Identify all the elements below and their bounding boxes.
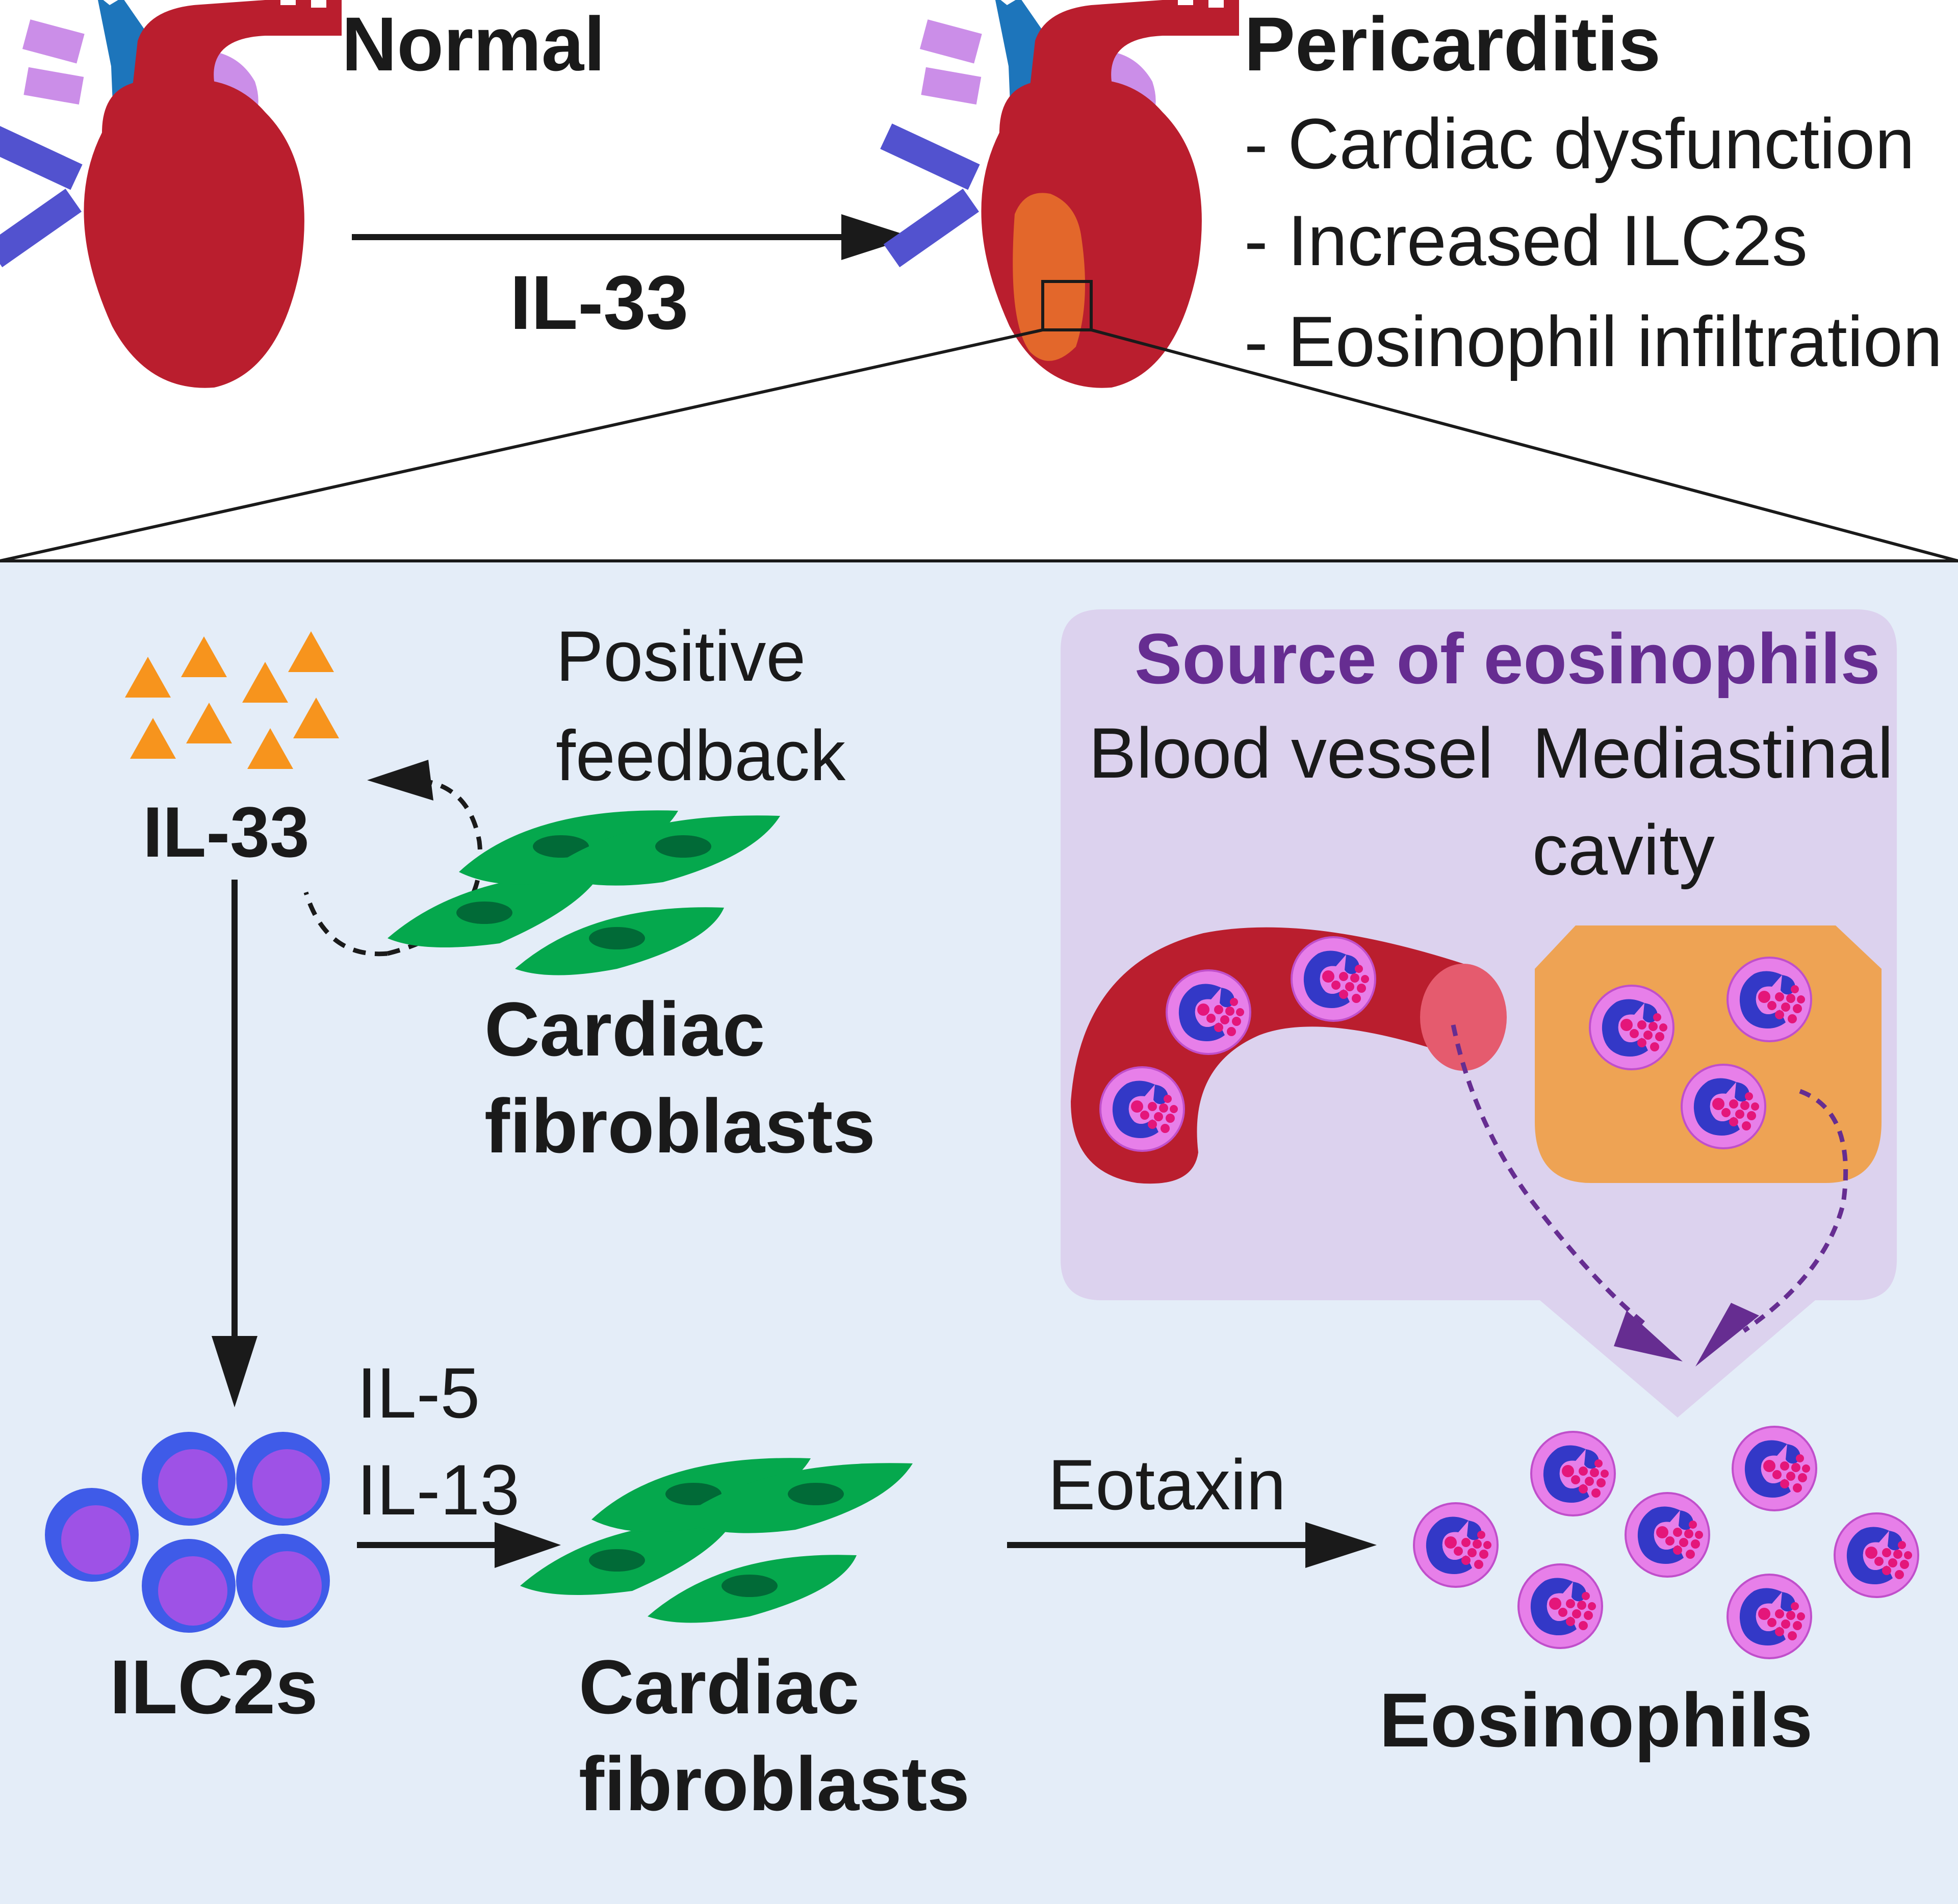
fibroblasts-upper-line1: Cardiac [484, 986, 765, 1072]
fibroblasts-lower-line1: Cardiac [579, 1644, 859, 1730]
zoom-line-right [1091, 328, 1958, 562]
ilc2-to-fibroblast-arrow [357, 1522, 561, 1568]
blood-vessel [1071, 927, 1507, 1184]
mediastinal-cavity [1535, 925, 1882, 1183]
il33-arrow-top [352, 214, 913, 260]
il33-label: IL-33 [143, 792, 310, 872]
ilc2s-label: ILC2s [110, 1644, 318, 1730]
pericarditis-title: Pericarditis [1244, 1, 1661, 87]
fibroblasts-lower-line2: fibroblasts [579, 1741, 970, 1826]
cytokine-il5: IL-5 [357, 1353, 480, 1433]
positive-feedback-line1: Positive [556, 616, 806, 696]
il33-to-ilc2-arrow [212, 880, 257, 1407]
source-to-eosinophil-arrows [1451, 1024, 1848, 1367]
finding-cardiac-dysfunction: - Cardiac dysfunction [1244, 104, 1915, 184]
finding-increased-ilc2s: - Increased ILC2s [1244, 200, 1808, 280]
mediastinal-line1: Mediastinal [1532, 713, 1893, 793]
pericarditis-heart [880, 0, 1239, 388]
eotaxin-label: Eotaxin [1048, 1445, 1286, 1525]
normal-heart [0, 0, 342, 388]
mediastinal-line2: cavity [1532, 810, 1715, 890]
eosinophils-label: Eosinophils [1379, 1677, 1813, 1763]
fibroblasts-upper-line2: fibroblasts [484, 1083, 875, 1169]
positive-feedback-line2: feedback [556, 715, 846, 795]
finding-eosinophil-infiltration: - Eosinophil infiltration [1244, 301, 1943, 381]
source-box-title: Source of eosinophils [1135, 619, 1880, 699]
blood-vessel-label: Blood vessel [1089, 713, 1493, 793]
eotaxin-arrow [1007, 1522, 1377, 1568]
il33-arrow-label: IL-33 [510, 260, 688, 345]
normal-label: Normal [342, 1, 605, 87]
zoom-line-left [0, 328, 1043, 562]
zoom-box [1041, 280, 1093, 331]
cytokine-il13: IL-13 [357, 1450, 520, 1530]
